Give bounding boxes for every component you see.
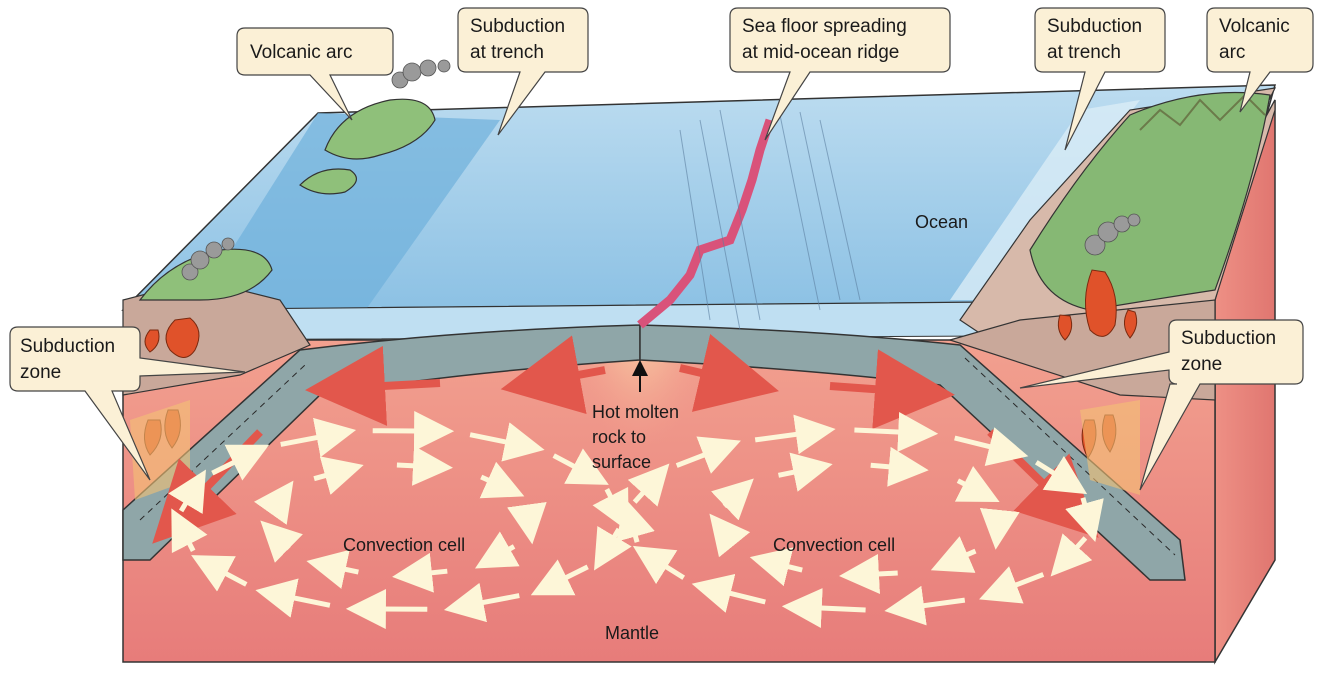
callout-subduction-trench-left-line1: Subduction xyxy=(470,16,565,37)
callout-volcanic-arc-right-line2: arc xyxy=(1219,42,1245,63)
left-island-1 xyxy=(324,98,436,160)
convection-arrow xyxy=(443,582,520,623)
convection-arrow xyxy=(979,566,1045,604)
convection-arrow xyxy=(260,520,303,563)
callout-subduction-trench-left: Subduction at trench xyxy=(457,7,589,136)
convection-arrow xyxy=(392,552,448,593)
callout-subduction-zone-right: Subduction zone xyxy=(1019,319,1304,491)
convection-arrow xyxy=(854,412,939,452)
convection-arrow xyxy=(255,578,331,618)
smoke-right xyxy=(1084,213,1141,256)
callout-sea-floor-spreading: Sea floor spreading at mid-ocean ridge xyxy=(729,7,951,141)
convection-arrow xyxy=(313,456,364,495)
convection-arrow xyxy=(191,555,248,592)
callout-subduction-trench-left-line2: at trench xyxy=(470,42,544,63)
convection-arrow xyxy=(954,427,1029,467)
callout-subduction-trench-right: Subduction at trench xyxy=(1034,7,1166,151)
convection-arrow xyxy=(632,545,686,585)
callout-subduction-trench-right-line2: at trench xyxy=(1047,42,1121,63)
smoke-left-bottom xyxy=(181,237,235,281)
callout-sea-floor-spreading-line1: Sea floor spreading xyxy=(742,16,907,37)
convection-cell-left-label: Convection cell xyxy=(343,535,465,555)
callout-subduction-zone-left-line1: Subduction xyxy=(20,336,115,357)
callout-volcanic-arc-left: Volcanic arc xyxy=(236,27,394,121)
left-volcano-land xyxy=(138,248,273,301)
convection-arrow xyxy=(777,452,833,492)
convection-cell-right-label: Convection cell xyxy=(773,535,895,555)
convection-arrow xyxy=(507,501,547,545)
convection-arrow xyxy=(709,513,751,558)
callout-subduction-zone-left-line2: zone xyxy=(20,362,61,383)
convection-arrow xyxy=(979,507,1020,550)
convection-arrow xyxy=(254,480,294,525)
convection-arrow xyxy=(627,463,670,507)
hot-molten-line3: surface xyxy=(592,452,651,472)
mid-ocean-ridge xyxy=(637,118,775,329)
convection-arrow xyxy=(469,422,545,462)
convection-arrow xyxy=(211,444,270,481)
convection-arrow xyxy=(475,531,520,569)
convection-arrow xyxy=(749,547,803,587)
convection-arrow xyxy=(839,553,898,594)
left-island-2 xyxy=(299,168,357,195)
convection-arrow xyxy=(552,448,609,485)
mantle-label: Mantle xyxy=(605,623,659,643)
convection-arrow xyxy=(754,414,836,455)
convection-arrow xyxy=(616,497,655,543)
convection-arrow xyxy=(870,446,929,487)
convection-arrows xyxy=(168,410,1104,630)
convection-arrow xyxy=(711,478,754,521)
convection-arrow xyxy=(306,549,359,589)
ocean-right-deep xyxy=(950,100,1140,300)
convection-arrow xyxy=(530,559,589,596)
convection-arrow xyxy=(1034,455,1088,495)
convection-arrow xyxy=(884,585,966,626)
callout-subduction-zone-right-line2: zone xyxy=(1181,354,1222,375)
hot-molten-line1: Hot molten xyxy=(592,402,679,422)
convection-arrow xyxy=(1065,497,1104,543)
convection-arrow xyxy=(781,588,866,628)
convection-arrow xyxy=(168,469,206,515)
ocean-label: Ocean xyxy=(915,212,968,232)
smoke-left-top xyxy=(391,59,451,89)
callout-volcanic-arc-right-line1: Volcanic xyxy=(1219,16,1290,37)
convection-arrow xyxy=(954,465,1000,502)
convection-arrow xyxy=(479,461,525,499)
convection-arrow xyxy=(280,417,357,458)
convection-arrow xyxy=(691,573,766,613)
convection-arrow xyxy=(675,436,741,474)
callout-sea-floor-spreading-line2: at mid-ocean ridge xyxy=(742,42,899,63)
hot-molten-line2: rock to xyxy=(592,427,646,447)
ocean-left-deep xyxy=(200,113,500,318)
callout-volcanic-arc-left-text: Volcanic arc xyxy=(250,42,352,63)
callout-subduction-zone-right-line1: Subduction xyxy=(1181,328,1276,349)
convection-arrow xyxy=(171,508,208,554)
callout-subduction-trench-right-line1: Subduction xyxy=(1047,16,1142,37)
convection-arrow xyxy=(930,536,977,573)
convection-arrow xyxy=(396,445,453,486)
ridge-fractures xyxy=(679,109,861,331)
callout-subduction-zone-left: Subduction zone xyxy=(9,326,246,481)
callout-volcanic-arc-right: Volcanic arc xyxy=(1206,7,1314,113)
